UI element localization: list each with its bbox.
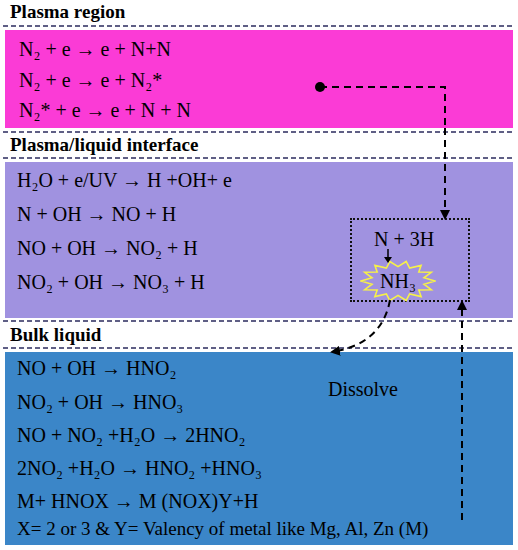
leader-line [461,352,463,520]
reaction-equation: N₂* + e → e + N + N [19,97,191,123]
start-dot [315,82,325,92]
reaction-equation: H₂O + e/UV → H +OH+ e [17,167,232,193]
reaction-equation: N₂ + e → e + N+N [19,36,171,62]
region-heading: Plasma/liquid interface [10,134,198,156]
product-label: NH₃ [360,268,436,294]
reaction-equation: X= 2 or 3 & Y= Valency of metal like Mg,… [17,516,428,542]
starburst-shape [361,262,435,301]
separator-line [3,320,515,322]
reaction-arrow-head [384,257,392,263]
reaction-equation: N + OH → NO + H [17,201,176,227]
reaction-equation: NO₂ + OH → NO₃ + H [17,269,205,295]
leader-line [320,87,445,128]
reaction-equation: NO + NO₂ +H₂O → 2HNO₂ [17,422,245,448]
separator-line [3,347,515,349]
reaction-equation: NO + OH → NO₂ + H [17,235,198,261]
reaction-equation: 2NO₂ +H₂O → HNO₂ +HNO₃ [17,455,262,481]
reaction-equation: N₂ + e → e + N₂* [19,67,162,93]
reaction-equation: NO + OH → HNO₂ [17,355,176,381]
reaction-arrow [387,249,389,258]
reaction-equation: M+ HNOX → M (NOX)Y+H [17,488,258,514]
dashed-connector [444,128,446,218]
interface-band: Plasma/liquid interfaceH₂O + e/UV → H +O… [5,162,513,318]
starburst: NH₃ [360,260,436,302]
reaction-equation: NO₂ + OH → HNO₃ [17,389,183,415]
bulk-band: Bulk liquidNO + OH → HNO₂NO₂ + OH → HNO₃… [5,352,513,545]
reaction-equation: N + 3H [374,226,434,252]
separator-line [3,157,515,159]
separator-line [3,25,515,27]
edge-label: Dissolve [328,376,398,402]
dashed-connector [332,300,390,352]
plasma-band: Plasma regionN₂ + e → e + N+NN₂ + e → e … [5,30,513,128]
reaction-box: N + 3H NH₃ [350,218,470,302]
separator-line [3,131,515,133]
region-heading: Plasma region [10,1,125,23]
dashed-connector [461,302,463,352]
region-heading: Bulk liquid [10,324,101,346]
